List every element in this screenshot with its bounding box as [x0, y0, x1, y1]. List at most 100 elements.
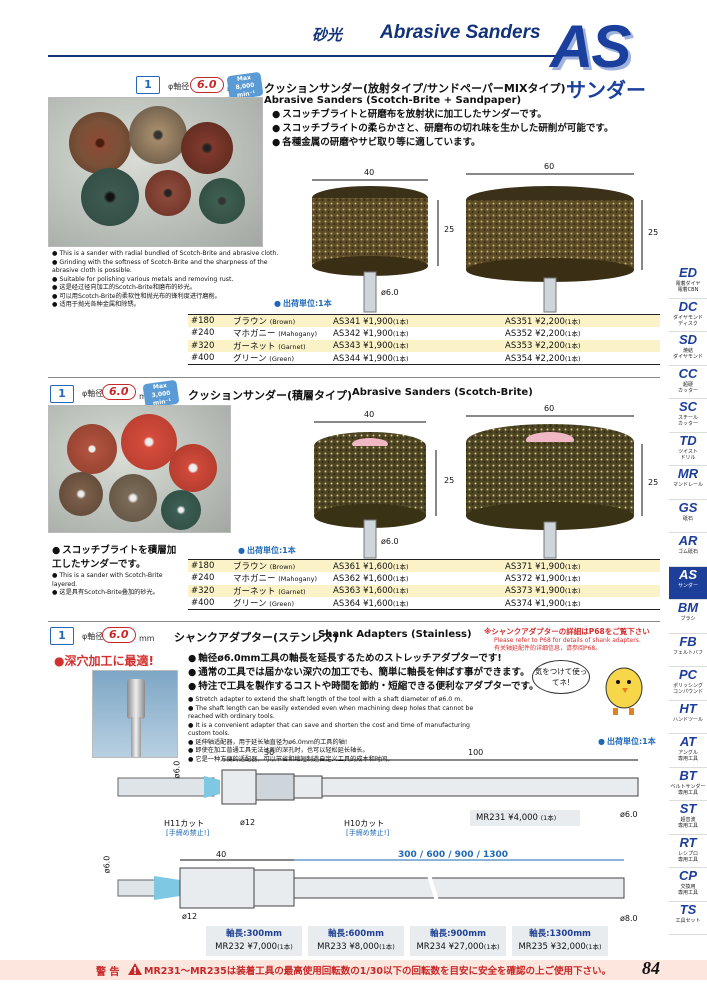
sidebar-label: 交換用 [680, 884, 696, 890]
cell-text: ¥2,200 [535, 341, 565, 352]
sidebar-code: CP [678, 868, 698, 883]
cell-text: (1本) [564, 342, 581, 351]
sidebar-code: HT [679, 700, 697, 716]
color-name-cell: ガーネット (Garnet) [230, 584, 330, 597]
product-price: ¥4,000 [508, 813, 538, 823]
sidebar-label: 砥石 [682, 515, 693, 522]
cell-text: ¥1,900 [363, 316, 393, 327]
bullet: Suitable for polishing various metals an… [52, 276, 282, 285]
cell-text: (Mahogany) [278, 575, 318, 584]
sidebar-code: ST [679, 801, 697, 816]
length-value: 1300 [549, 929, 574, 939]
code-small-cell: AS344 ¥1,900(1本) [330, 352, 502, 365]
dim-adapter-top-100: 100 [468, 748, 484, 757]
cell-text: (1本) [564, 354, 581, 363]
cell-text: #240 [191, 328, 215, 339]
dim-adapter-top-diameter: ø6.0 [172, 760, 182, 779]
code-large-cell: AS373 ¥1,900(1本) [502, 584, 660, 597]
cell-text: #320 [191, 585, 215, 596]
sidebar-label: ドリル [680, 454, 696, 461]
shaft-unit: mm [139, 634, 155, 643]
cell-text: AS364 [333, 598, 361, 609]
color-name-cell: グリーン (Green) [230, 597, 330, 610]
cell-text: ガーネット [233, 586, 276, 597]
cell-text: ¥1,600 [363, 586, 393, 597]
shank-note-cn: 有关轴延配件的详细信息，请参阅P68。 [494, 645, 602, 652]
cell-text: ¥1,900 [363, 341, 393, 352]
product-code: MR232 [215, 942, 245, 952]
grit-cell: #180 [188, 559, 230, 572]
price-unit: (1本) [379, 943, 395, 951]
sidebar-label: ツイスト [678, 448, 698, 455]
dim-adapter-top-12: ø12 [240, 818, 256, 827]
cell-text: ¥2,200 [535, 353, 565, 364]
category-code-jp: サンダー [566, 78, 646, 102]
axis-label: 軸長 [328, 929, 346, 939]
sidebar-label: ポリッシング [672, 683, 703, 689]
header-category-jp: 砂光 [312, 26, 343, 44]
cell-text: グリーン [233, 599, 267, 609]
cell-text: AS343 [333, 341, 361, 352]
grit-cell: #320 [188, 339, 230, 352]
mr231-price: MR231 ¥4,000 (1本) [470, 810, 580, 826]
section1-dimension-drawing [312, 173, 643, 313]
cell-text: AS362 [333, 573, 361, 584]
axis-label: 軸長 [430, 929, 448, 939]
cell-text: ¥1,900 [363, 328, 393, 339]
bullet: 即使在加工普通工具无法达到的深孔时，也可以轻松延长轴长。 [188, 747, 488, 756]
length-value: 300 [246, 929, 265, 939]
dim-adapter-bottom-length: 300 / 600 / 900 / 1300 [398, 850, 509, 860]
cell-text: AS342 [333, 328, 361, 339]
section2-dimension-drawing [314, 415, 643, 559]
sidebar-label: サンダー [677, 582, 698, 589]
dim-shaft: ø6.0 [381, 288, 399, 297]
cell-text: AS344 [333, 353, 361, 364]
sidebar-code: MR [677, 466, 699, 481]
shaft-label: φ軸径 [82, 389, 104, 398]
sidebar-code: CC [678, 365, 698, 381]
cell-text: ¥1,600 [363, 598, 393, 609]
bullet: 这是经过径向加工的Scotch-Brite和磨布的砂光。 [52, 284, 282, 293]
cell-text: #240 [191, 573, 215, 584]
cell-text: ¥1,600 [363, 561, 393, 572]
sidebar-label: カッター [677, 421, 698, 427]
color-name-cell: マホガニー (Mahogany) [230, 327, 330, 340]
header-category-en: Abrasive Sanders [380, 22, 541, 43]
bullet: スコッチブライトを積層加工したサンダーです。 [52, 544, 182, 572]
sidebar-code: AT [679, 734, 697, 749]
cell-text: (1本) [564, 329, 581, 338]
color-name-cell: ブラウン (Brown) [230, 559, 330, 572]
color-name-cell: グリーン (Green) [230, 352, 330, 365]
section2-bullets-jp: スコッチブライトを積層加工したサンダーです。 [52, 544, 182, 572]
header-rule [48, 55, 568, 57]
cell-text: (Green) [269, 355, 295, 363]
code-small-cell: AS343 ¥1,900(1本) [330, 339, 502, 352]
ship-unit: 出荷単位:1本 [238, 545, 296, 556]
cell-text: (Garnet) [278, 587, 306, 596]
code-large-cell: AS353 ¥2,200(1本) [502, 339, 660, 352]
section3-bullets-jp: 軸径ø6.0mm工具の軸長を延長するためのストレッチアダプターです! 通常の工具… [188, 652, 538, 694]
